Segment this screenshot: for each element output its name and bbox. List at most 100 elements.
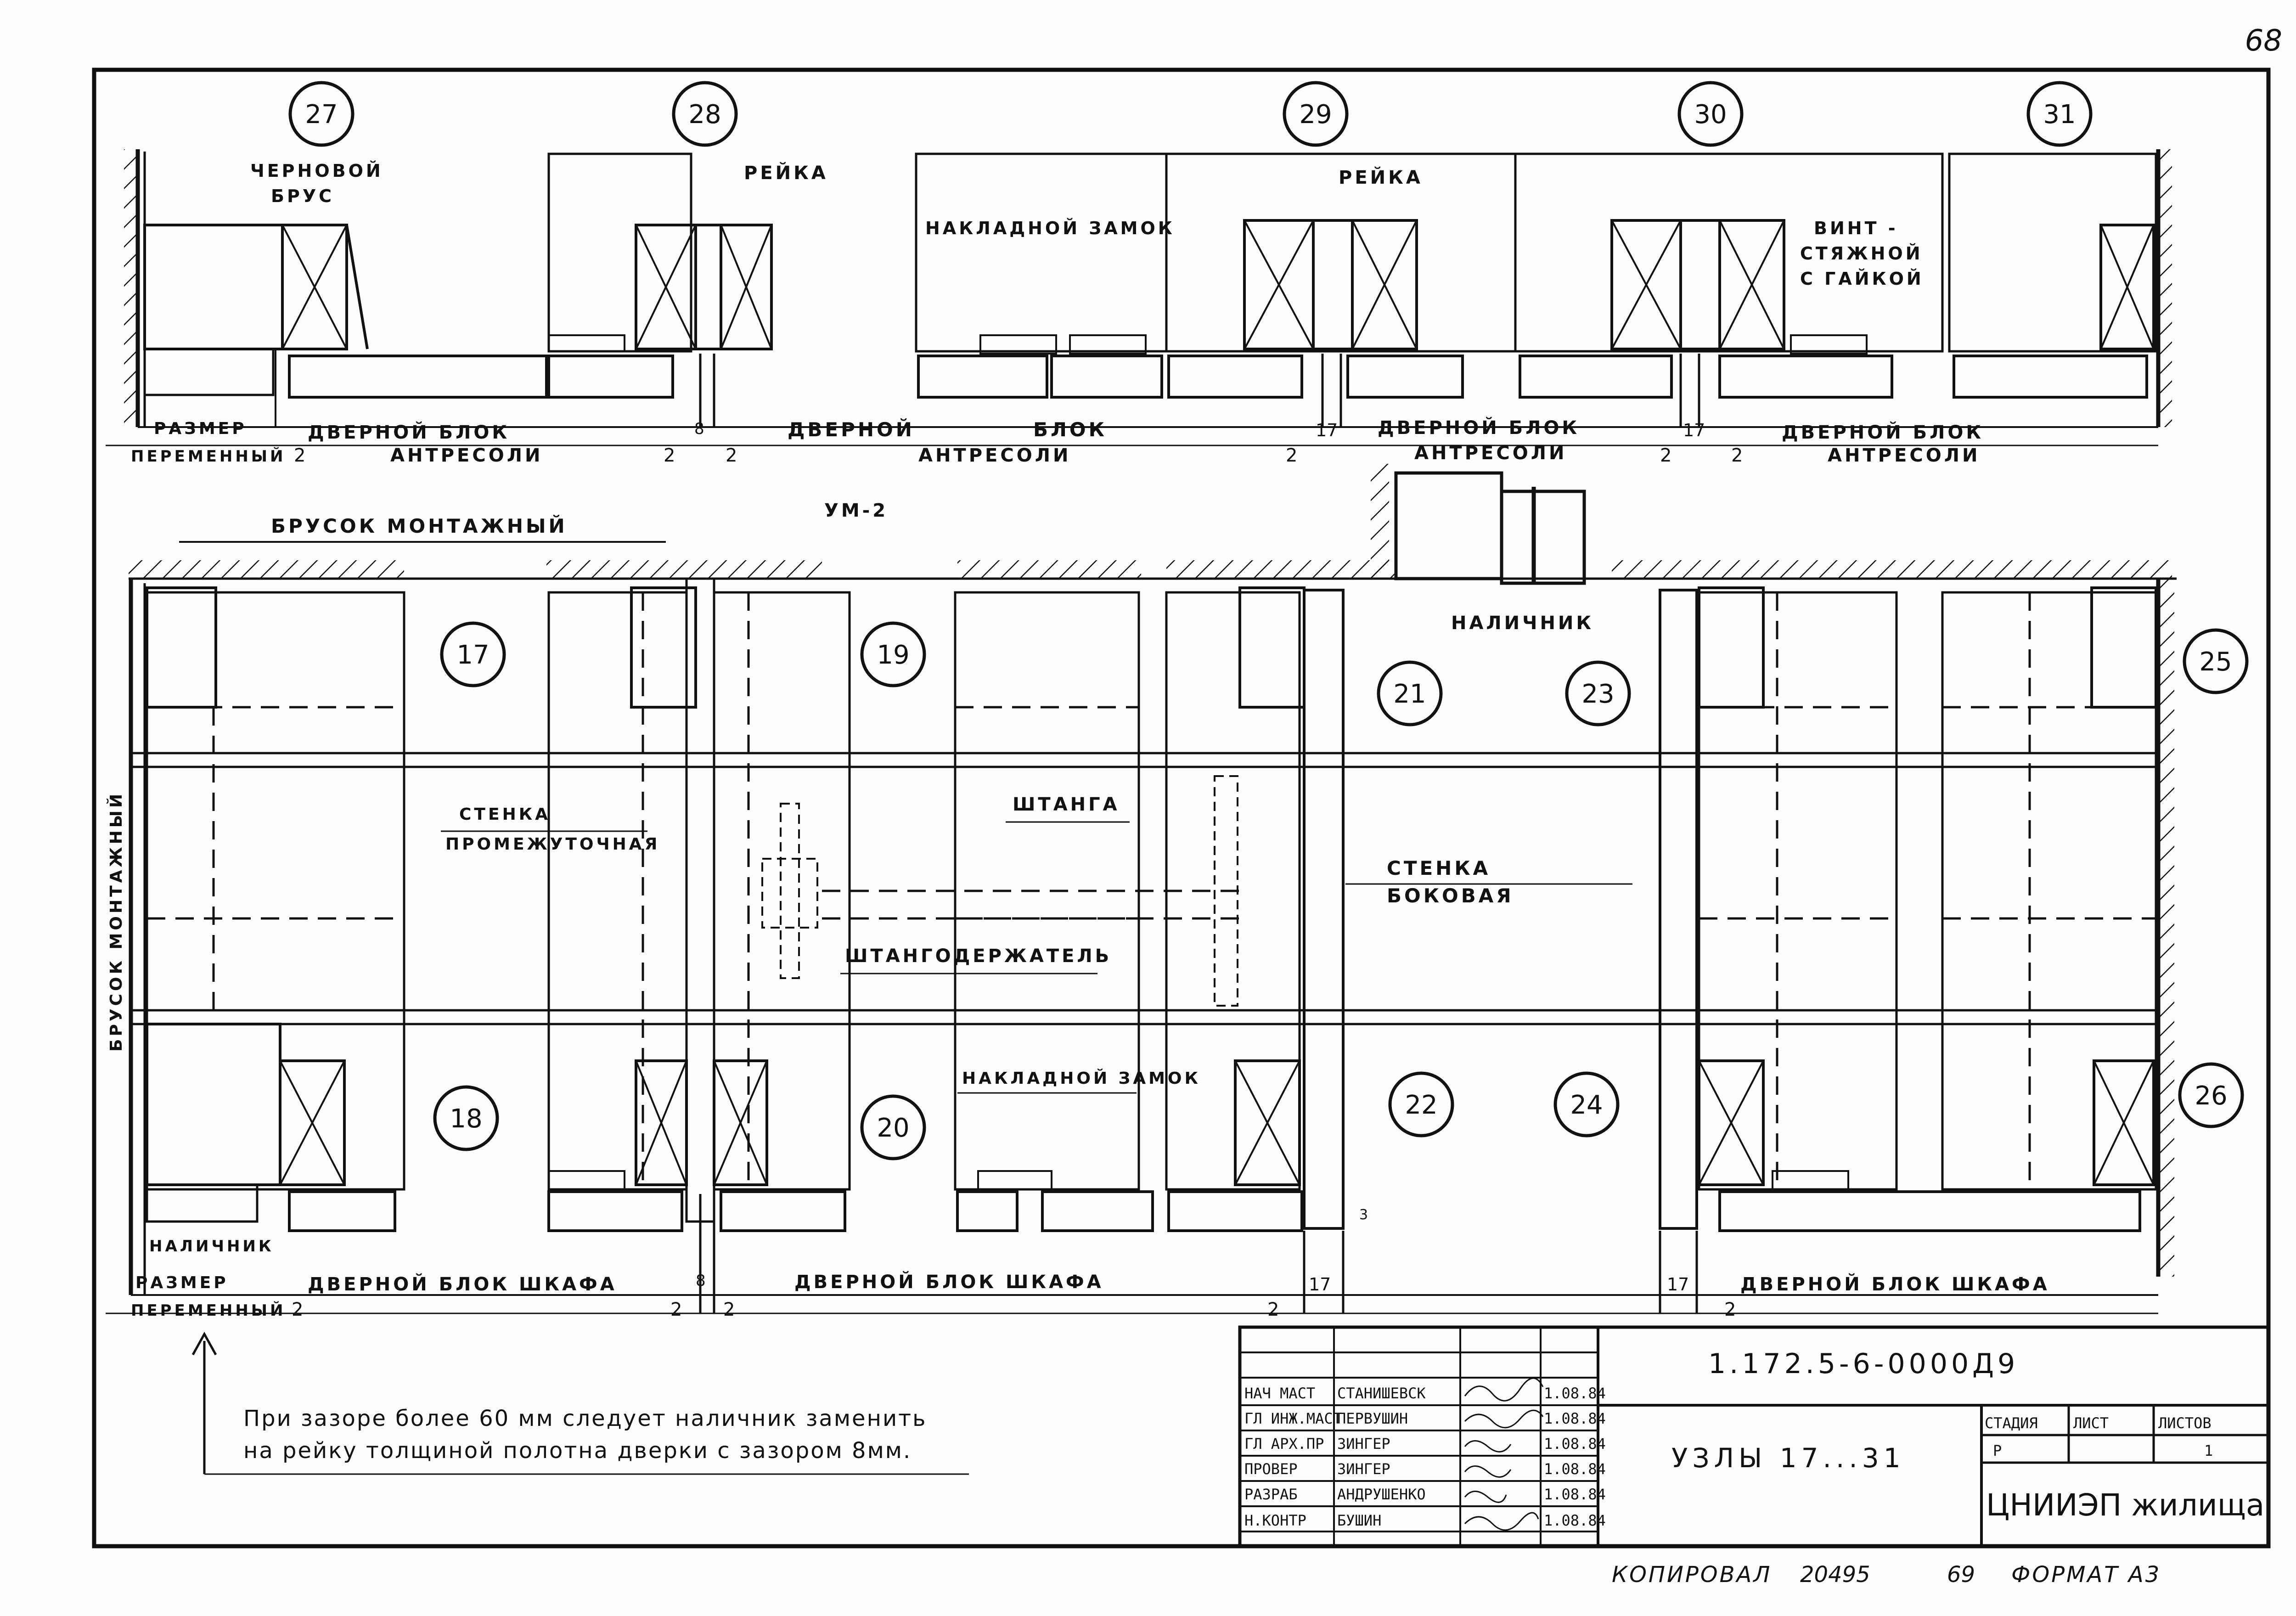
- sheet-frame: [92, 68, 2271, 1548]
- tb-sheets-value: 1: [2204, 1442, 2213, 1459]
- dim-top-9: 2: [1731, 445, 1743, 466]
- sig-date-1: 1.08.84: [1544, 1385, 1606, 1402]
- dim-bot-8: 2: [1724, 1299, 1736, 1320]
- doc-code: 1.172.5-6-0000Д9: [1708, 1348, 2019, 1380]
- node-22: 22: [1388, 1071, 1454, 1137]
- label-stenka: СТЕНКА: [459, 805, 551, 824]
- label-brus: БРУС: [271, 186, 334, 206]
- dim-top-4: 2: [726, 445, 737, 466]
- label-reika-1: РЕЙКА: [744, 162, 828, 184]
- dim-top-6: 17: [1316, 420, 1338, 440]
- label-nalichnik-bot: НАЛИЧНИК: [149, 1237, 274, 1256]
- sig-name-3: ЗИНГЕР: [1337, 1435, 1390, 1453]
- dim-bot-6: 17: [1309, 1274, 1331, 1295]
- node-28-label: 28: [688, 100, 721, 130]
- dim-top-3: 8: [694, 420, 704, 438]
- page-number: 68: [2245, 24, 2282, 58]
- middle-elevation: [129, 464, 2177, 1295]
- dim-bot-1: 2: [292, 1299, 303, 1320]
- sig-name-4: ЗИНГЕР: [1337, 1460, 1390, 1478]
- tb-header-stage: СТАДИЯ: [1985, 1414, 2038, 1432]
- sig-date-6: 1.08.84: [1544, 1512, 1606, 1529]
- label-antresoli-1: АНТРЕСОЛИ: [390, 445, 543, 466]
- footer-order: 20495: [1800, 1562, 1870, 1588]
- label-stenka-bokovaya-1: СТЕНКА: [1387, 857, 1491, 879]
- node-27-label: 27: [305, 100, 338, 130]
- node-17: 17: [440, 621, 506, 687]
- label-nakladnoi-zamok-top: НАКЛАДНОЙ ЗАМОК: [925, 218, 1175, 238]
- dim-gap-3: 3: [1359, 1207, 1368, 1223]
- sig-date-5: 1.08.84: [1544, 1486, 1606, 1503]
- label-dvernoi-blok-top-3: ДВЕРНОЙ БЛОК: [1378, 417, 1580, 439]
- note-line-2: на рейку толщиной полотна дверки с зазор…: [243, 1438, 912, 1464]
- node-20: 20: [860, 1094, 926, 1160]
- label-antresoli-3: АНТРЕСОЛИ: [1414, 443, 1567, 464]
- label-razmer-top: РАЗМЕР: [154, 419, 247, 438]
- sig-role-5: РАЗРАБ: [1244, 1486, 1298, 1503]
- label-blok-top-2: БЛОК: [1033, 418, 1107, 441]
- label-vint: ВИНТ -: [1814, 218, 1898, 238]
- footer-copy: КОПИРОВАЛ: [1612, 1562, 1772, 1588]
- node-20-label: 20: [877, 1113, 909, 1143]
- label-antresoli-4: АНТРЕСОЛИ: [1828, 445, 1980, 466]
- sig-name-2: ПЕРВУШИН: [1337, 1410, 1408, 1427]
- node-19: 19: [860, 621, 926, 687]
- label-s-gaikoi: С ГАЙКОЙ: [1800, 269, 1924, 289]
- dim-bot-5: 2: [1267, 1299, 1279, 1320]
- node-23: 23: [1565, 660, 1631, 726]
- node-23-label: 23: [1581, 679, 1614, 709]
- node-21-label: 21: [1393, 679, 1426, 709]
- tb-organisation: ЦНИИЭП жилища: [1986, 1487, 2264, 1523]
- node-31: 31: [2026, 81, 2093, 147]
- label-antresoli-2: АНТРЕСОЛИ: [918, 445, 1071, 466]
- node-24: 24: [1553, 1071, 1620, 1137]
- dim-bot-3: 8: [696, 1272, 706, 1290]
- node-24-label: 24: [1570, 1090, 1603, 1120]
- label-stenka-bokovaya-2: БОКОВАЯ: [1387, 884, 1514, 907]
- label-chernovoi: ЧЕРНОВОЙ: [250, 161, 383, 181]
- sig-date-4: 1.08.84: [1544, 1460, 1606, 1478]
- label-dvernoi-top-2: ДВЕРНОЙ: [788, 418, 915, 441]
- node-26-label: 26: [2195, 1081, 2227, 1111]
- node-29-label: 29: [1299, 100, 1332, 130]
- node-27: 27: [288, 81, 355, 147]
- note-line-1: При зазоре более 60 мм следует наличник …: [243, 1406, 927, 1431]
- signature-scribbles: [1464, 1377, 1544, 1531]
- sig-name-6: БУШИН: [1337, 1512, 1381, 1529]
- sig-date-2: 1.08.84: [1544, 1410, 1606, 1427]
- dim-top-7: 2: [1660, 445, 1671, 466]
- node-28: 28: [672, 81, 738, 147]
- dim-top-2: 2: [664, 445, 675, 466]
- node-31-label: 31: [2043, 100, 2076, 130]
- dim-bot-2: 2: [670, 1299, 682, 1320]
- node-18: 18: [433, 1085, 499, 1151]
- label-um2: УМ-2: [824, 500, 888, 521]
- tb-stage-value: Р: [1993, 1442, 2002, 1459]
- node-25-label: 25: [2199, 647, 2232, 677]
- node-26: 26: [2178, 1062, 2244, 1128]
- label-peremennyi-top: ПЕРЕМЕННЫЙ: [131, 447, 286, 466]
- label-nalichnik-mid: НАЛИЧНИК: [1451, 613, 1594, 634]
- dim-top-5: 2: [1286, 445, 1297, 466]
- label-dvernoi-blok-shkafa-3: ДВЕРНОЙ БЛОК ШКАФА: [1740, 1273, 2050, 1295]
- node-30-label: 30: [1694, 100, 1727, 130]
- title-block: [1238, 1325, 2270, 1548]
- label-razmer-bot: РАЗМЕР: [135, 1273, 229, 1292]
- label-dvernoi-blok-shkafa-2: ДВЕРНОЙ БЛОК ШКАФА: [794, 1271, 1104, 1293]
- node-22-label: 22: [1405, 1090, 1437, 1120]
- node-21: 21: [1377, 660, 1443, 726]
- footer-number: 69: [1947, 1562, 1975, 1588]
- label-peremennyi-bot: ПЕРЕМЕННЫЙ: [131, 1301, 286, 1320]
- sig-role-4: ПРОВЕР: [1244, 1460, 1298, 1478]
- label-promezhutochnaya: ПРОМЕЖУТОЧНАЯ: [445, 835, 660, 854]
- sig-name-1: СТАНИШЕВСК: [1337, 1385, 1426, 1402]
- label-dvernoi-blok-top-4: ДВЕРНОЙ БЛОК: [1782, 421, 1984, 443]
- node-18-label: 18: [450, 1104, 482, 1134]
- label-nakladnoi-zamok-bot: НАКЛАДНОЙ ЗАМОК: [962, 1069, 1201, 1088]
- dim-top-8: 17: [1683, 420, 1705, 440]
- tb-header-sheets: ЛИСТОВ: [2158, 1414, 2212, 1432]
- label-styazhnoi: СТЯЖНОЙ: [1800, 243, 1923, 264]
- dim-top-1: 2: [294, 445, 305, 466]
